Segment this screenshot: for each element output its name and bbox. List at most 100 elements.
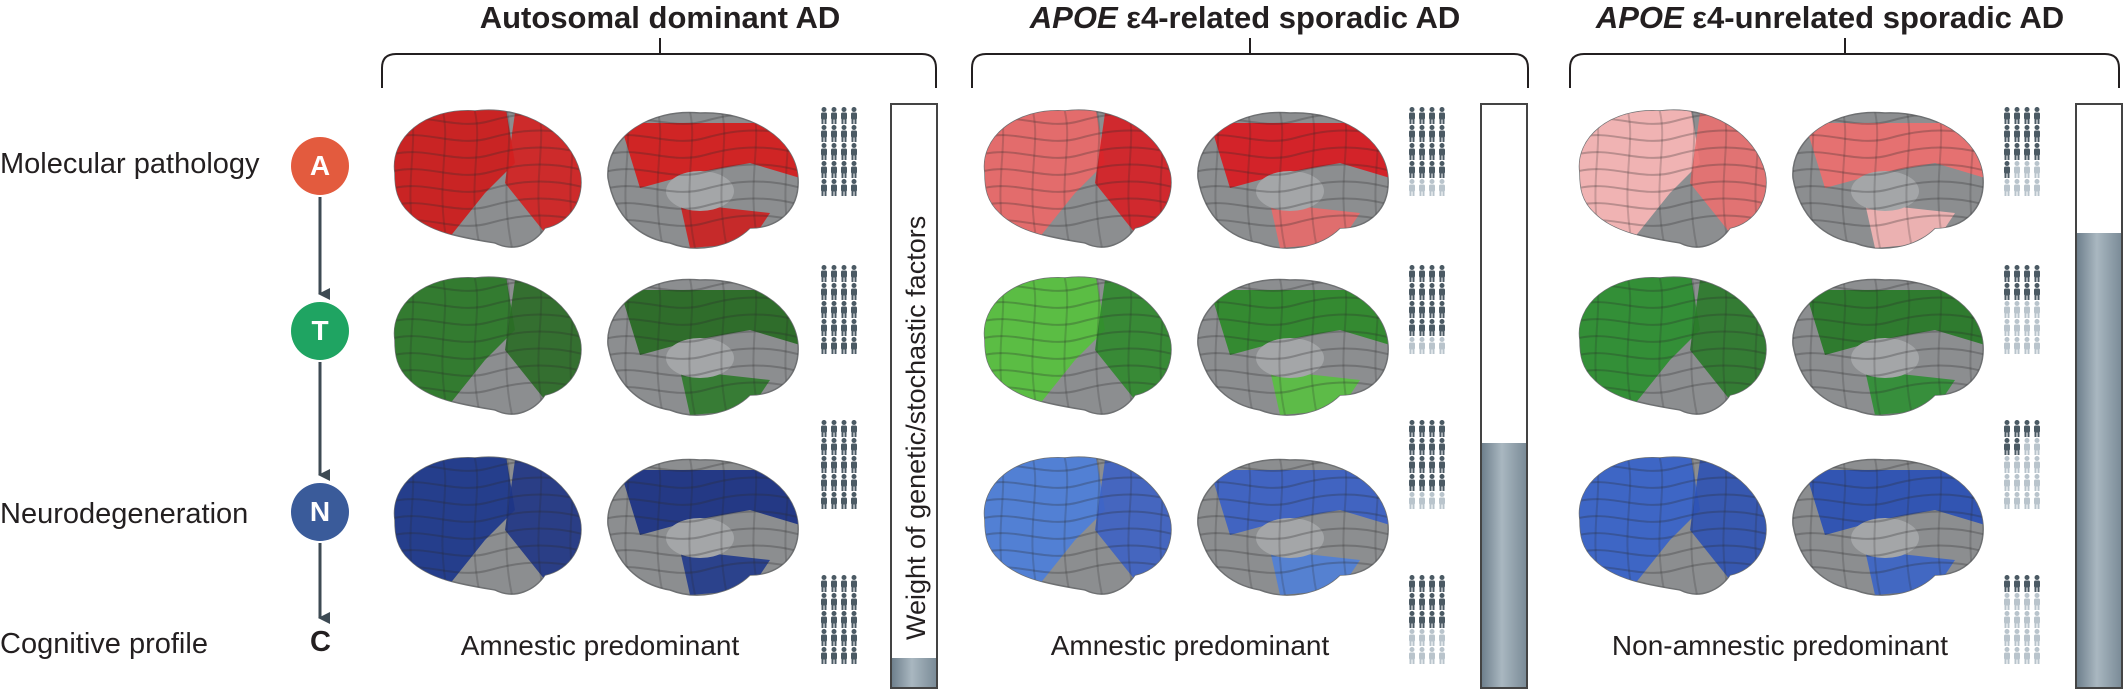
person-icon [851,179,857,196]
person-icon [831,125,837,142]
person-icon [1409,593,1415,610]
person-icon [1409,301,1415,318]
person-icon [1409,456,1415,473]
person-icon [2014,492,2020,509]
person-icon [821,492,827,509]
person-icon [2004,179,2010,196]
weight-bar-2 [1480,103,1528,689]
person-icon [2014,474,2020,491]
person-icon [2024,647,2030,664]
person-icon [851,125,857,142]
person-icon [841,107,847,124]
person-icon [2004,611,2010,628]
person-icon [841,492,847,509]
person-icon [831,647,837,664]
person-icon [2004,143,2010,160]
person-icon [1439,593,1445,610]
person-icon [821,283,827,300]
person-icon [1409,161,1415,178]
person-icon [1429,301,1435,318]
brain-medial-n-1 [607,458,799,596]
person-icon [2034,456,2040,473]
person-icon [831,143,837,160]
person-icon [2014,593,2020,610]
person-icon [2014,420,2020,437]
person-icon [831,456,837,473]
person-icon [841,283,847,300]
brain-medial-t-2 [1197,278,1389,416]
person-icon [1409,575,1415,592]
person-icon [2014,161,2020,178]
person-icon [2024,575,2030,592]
brain-lateral-a-2 [983,109,1172,248]
person-icon [821,179,827,196]
person-icon [2014,456,2020,473]
person-icon [1409,107,1415,124]
person-icon [831,629,837,646]
person-icon [2024,161,2030,178]
person-icon [831,179,837,196]
person-icon [1439,420,1445,437]
person-icon [2024,265,2030,282]
person-icon [841,301,847,318]
person-icon [1409,337,1415,354]
person-icon [851,474,857,491]
person-icon [1429,474,1435,491]
person-icon [2014,438,2020,455]
person-icon [2024,337,2030,354]
person-icon [2034,143,2040,160]
person-icon [1419,456,1425,473]
person-icon [841,161,847,178]
person-icon [2004,647,2010,664]
weight-bar-fill-1 [892,657,936,687]
person-icon [1429,575,1435,592]
person-icon [2024,629,2030,646]
person-icon [841,629,847,646]
person-icon [2004,474,2010,491]
person-icon [1439,301,1445,318]
weight-bar-1 [890,103,938,689]
person-icon [2004,319,2010,336]
person-icon [1439,456,1445,473]
person-icon [2004,456,2010,473]
person-icon [2024,456,2030,473]
person-icon [841,474,847,491]
weight-bar-3 [2075,103,2123,689]
person-icon [2034,265,2040,282]
person-icon [2014,107,2020,124]
person-icon [2034,319,2040,336]
person-icon [1419,283,1425,300]
person-icon [821,438,827,455]
person-icon [851,575,857,592]
person-icon [1419,611,1425,628]
person-icon [1409,179,1415,196]
person-icon [1439,611,1445,628]
person-icon [1419,143,1425,160]
person-icon [841,143,847,160]
row-label-neurodegeneration: Neurodegeneration [0,498,249,530]
profile-label-2: Amnestic predominant [1050,630,1330,661]
person-icon [1419,629,1425,646]
person-icon [1429,456,1435,473]
weight-bar-fill-2 [1482,442,1526,687]
person-icon [2034,474,2040,491]
person-icon [2024,143,2030,160]
person-icon [2034,283,2040,300]
person-icon [821,319,827,336]
person-icon [2024,438,2030,455]
person-icon [821,107,827,124]
person-icon [1439,319,1445,336]
person-icon [2024,283,2030,300]
person-icon [1429,283,1435,300]
column-title-2: APOE ε4-related sporadic AD [1029,0,1461,35]
person-icon [1409,420,1415,437]
person-icon [841,438,847,455]
circle-a: A [291,137,349,195]
person-icon [2024,611,2030,628]
person-icon [2034,125,2040,142]
person-icon [1419,438,1425,455]
person-icon [2014,283,2020,300]
person-icon [831,438,837,455]
